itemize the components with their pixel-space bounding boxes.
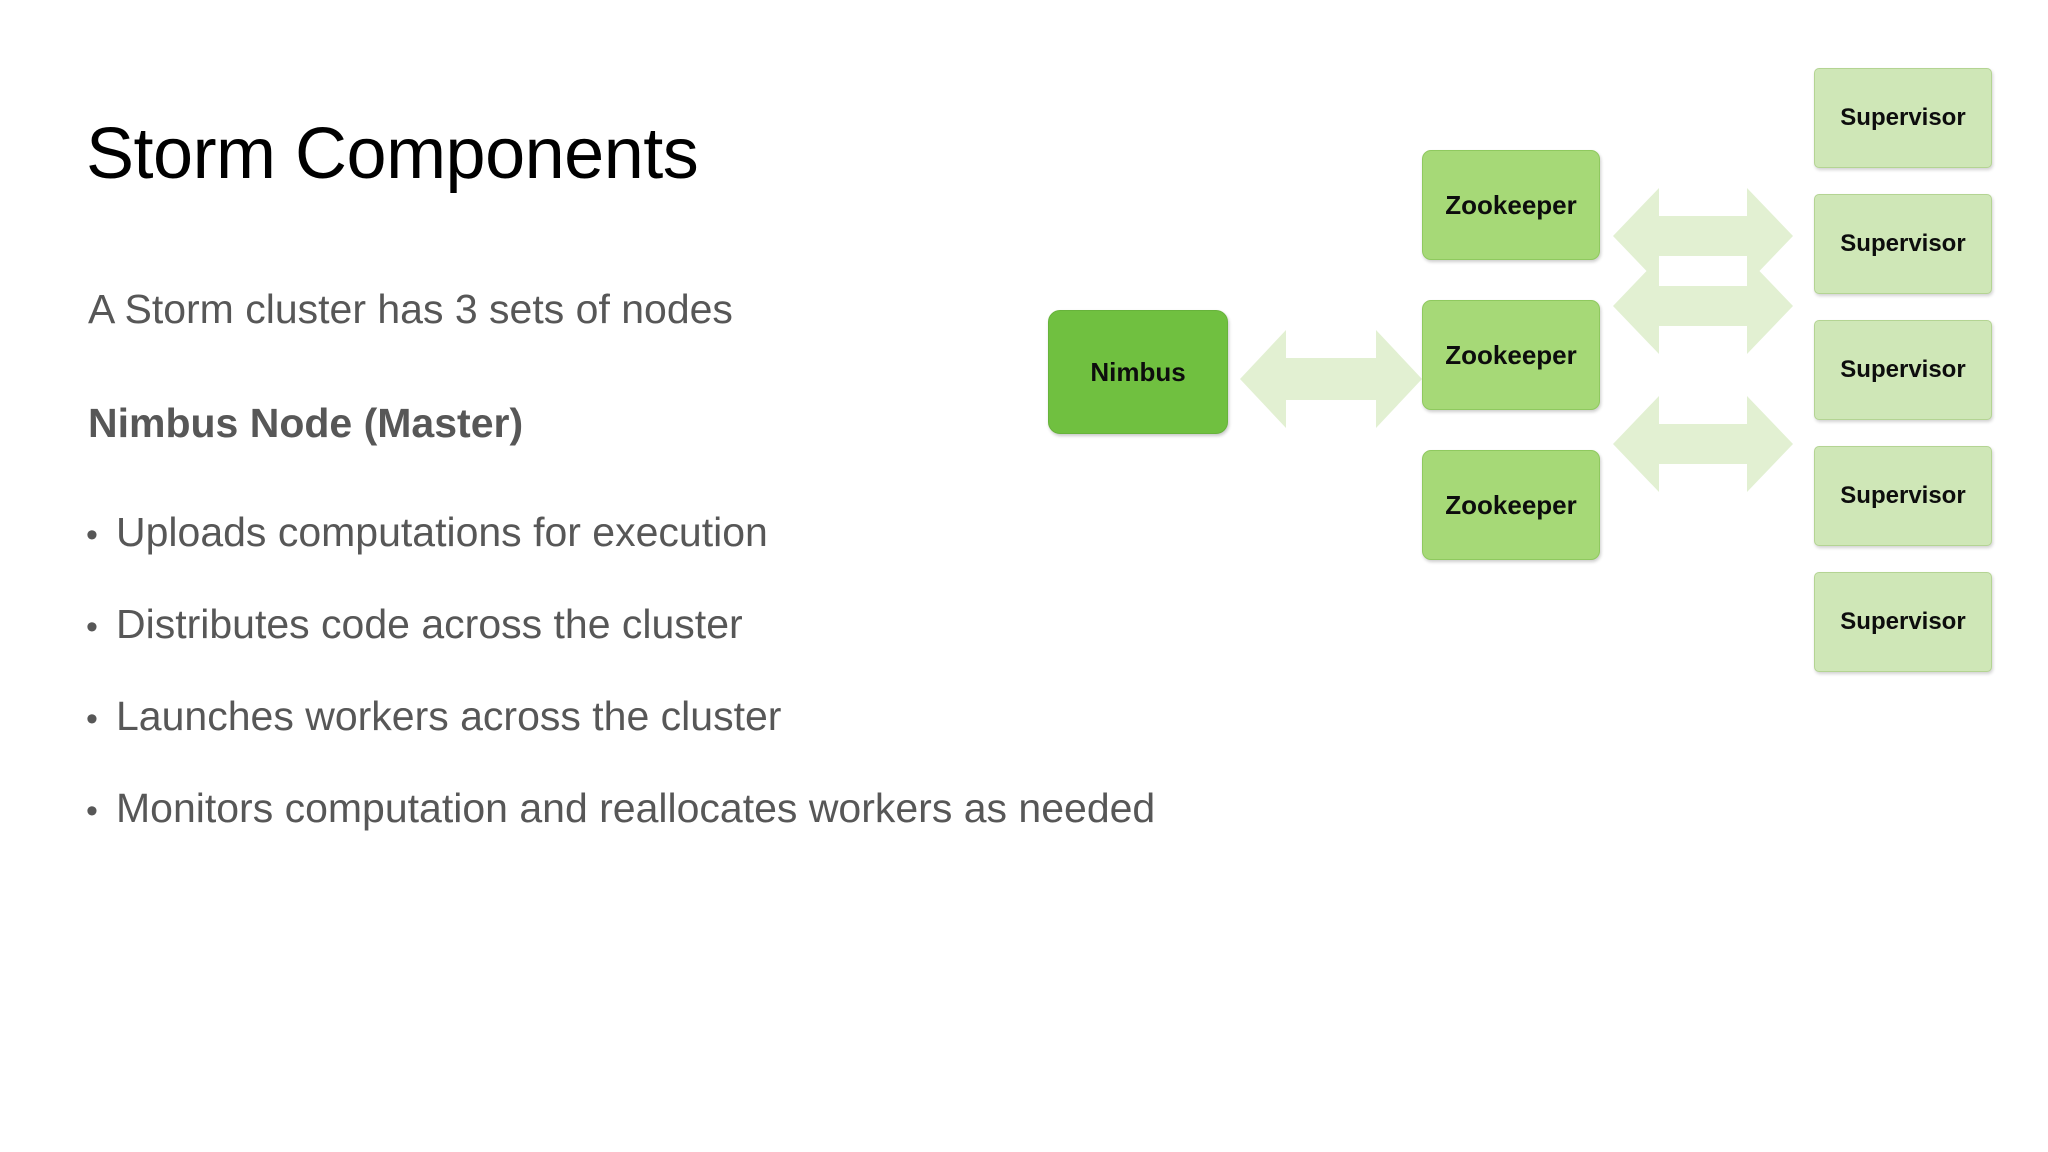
list-item: • Distributes code across the cluster xyxy=(86,604,1266,645)
list-item: • Monitors computation and reallocates w… xyxy=(86,788,1266,829)
nimbus-zookeeper-arrow-icon xyxy=(1240,322,1422,436)
node-supervisor-1: Supervisor xyxy=(1814,68,1992,168)
list-item: • Launches workers across the cluster xyxy=(86,696,1266,737)
node-supervisor-label: Supervisor xyxy=(1840,608,1966,635)
list-item-label: Distributes code across the cluster xyxy=(116,601,743,647)
node-supervisor-4: Supervisor xyxy=(1814,446,1992,546)
node-zookeeper-label: Zookeeper xyxy=(1445,189,1577,220)
list-item: • Uploads computations for execution xyxy=(86,512,1266,553)
node-supervisor-label: Supervisor xyxy=(1840,104,1966,131)
bullet-marker-icon: • xyxy=(86,608,98,646)
list-item-label: Launches workers across the cluster xyxy=(116,693,782,739)
bullet-list: • Uploads computations for execution • D… xyxy=(86,512,1266,880)
node-supervisor-label: Supervisor xyxy=(1840,230,1966,257)
node-zookeeper-label: Zookeeper xyxy=(1445,489,1577,520)
node-supervisor-label: Supervisor xyxy=(1840,482,1966,509)
node-zookeeper-label: Zookeeper xyxy=(1445,339,1577,370)
node-supervisor-label: Supervisor xyxy=(1840,356,1966,383)
node-zookeeper-1: Zookeeper xyxy=(1422,150,1600,260)
bullet-marker-icon: • xyxy=(86,516,98,554)
node-nimbus-label: Nimbus xyxy=(1090,356,1186,387)
lead-paragraph: A Storm cluster has 3 sets of nodes xyxy=(88,286,733,332)
list-item-label: Uploads computations for execution xyxy=(116,509,768,555)
list-item-label: Monitors computation and reallocates wor… xyxy=(116,785,1156,831)
section-subheading: Nimbus Node (Master) xyxy=(88,400,524,446)
node-nimbus: Nimbus xyxy=(1048,310,1228,434)
zookeeper-supervisor-arrow-bottom-icon xyxy=(1613,390,1793,498)
storm-architecture-diagram: Nimbus Zookeeper Zookeeper Zookeeper xyxy=(1000,0,2048,760)
node-supervisor-3: Supervisor xyxy=(1814,320,1992,420)
node-zookeeper-3: Zookeeper xyxy=(1422,450,1600,560)
zookeeper-supervisor-arrow-middle-icon xyxy=(1613,252,1793,360)
bullet-marker-icon: • xyxy=(86,700,98,738)
bullet-marker-icon: • xyxy=(86,792,98,830)
node-supervisor-5: Supervisor xyxy=(1814,572,1992,672)
page-title: Storm Components xyxy=(86,114,699,194)
node-supervisor-2: Supervisor xyxy=(1814,194,1992,294)
node-zookeeper-2: Zookeeper xyxy=(1422,300,1600,410)
